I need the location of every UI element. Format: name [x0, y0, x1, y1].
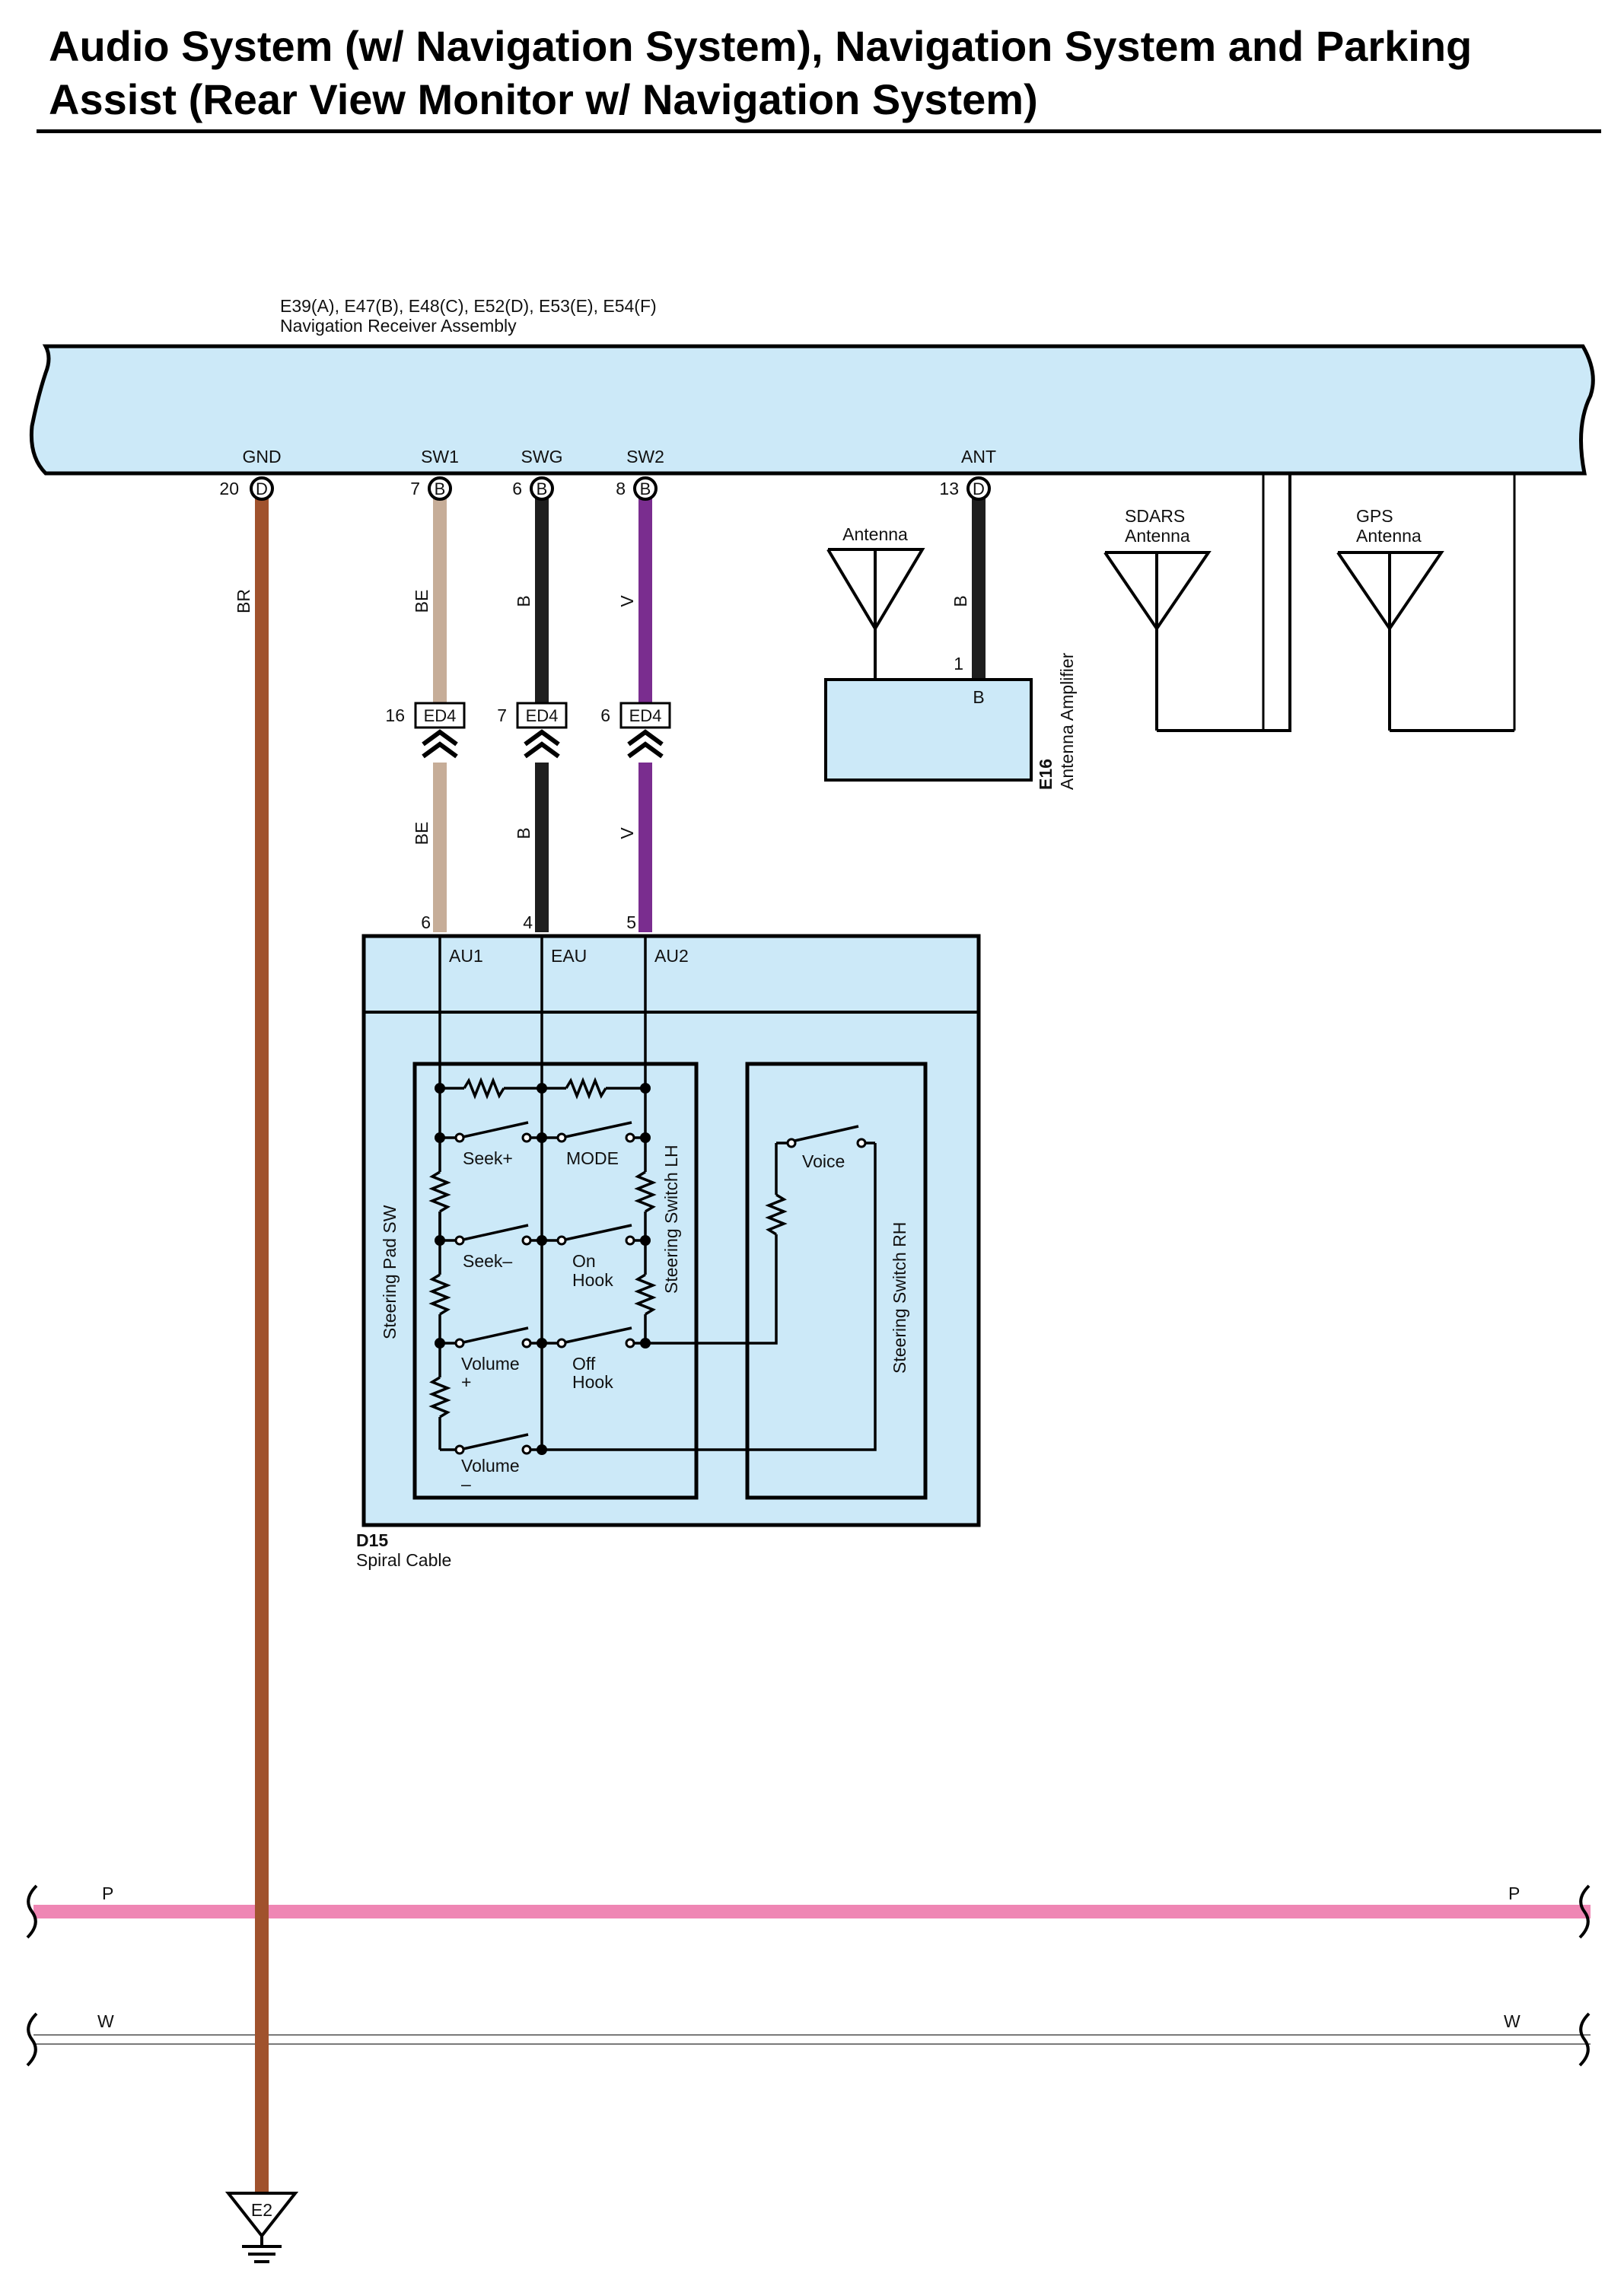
terminal-sw1-label: SW1 [421, 447, 459, 466]
junction-ed4-6: ED4 6 [600, 702, 671, 759]
antenna-amp-code: E16 [1036, 759, 1056, 790]
pin-sw2-connector: B [640, 479, 651, 498]
pin-sw1-number: 7 [410, 479, 420, 498]
receiver-connectors: E39(A), E47(B), E48(C), E52(D), E53(E), … [280, 296, 657, 316]
wire-code-v-lower: V [617, 827, 637, 839]
switch-volume-plus-label-2: + [461, 1372, 471, 1392]
terminal-gnd-label: GND [242, 447, 281, 466]
bus-p-left-label: P [102, 1883, 113, 1903]
sdars-antenna-icon [1103, 473, 1291, 732]
antenna-amplifier-box [824, 678, 1033, 782]
antenna-amp-pin: 1 [954, 654, 963, 673]
switch-volume-plus-label-1: Volume [461, 1354, 520, 1374]
steering-switch-rh-box [745, 1062, 928, 1500]
switch-mode-label: MODE [566, 1148, 619, 1168]
bus-w-right-label: W [1504, 2011, 1521, 2031]
terminal-ant-label: ANT [961, 447, 996, 466]
junction-pin: 16 [385, 705, 405, 725]
junction-ed4-7: ED4 7 [497, 702, 568, 759]
receiver-name: Navigation Receiver Assembly [280, 316, 517, 336]
wire-code-b-antenna: B [951, 595, 970, 607]
switch-contacts [454, 1132, 867, 1455]
switch-voice-label: Voice [802, 1151, 845, 1171]
bus-w-left-label: W [97, 2011, 114, 2031]
pin-swg-number: 6 [512, 479, 522, 498]
spiral-cable-code: D15 [356, 1530, 388, 1550]
gps-antenna-label-2: Antenna [1356, 526, 1422, 546]
switch-on-hook-label-1: On [572, 1251, 596, 1271]
pin-gnd-number: 20 [219, 479, 239, 498]
terminal-sw2-label: SW2 [626, 447, 664, 466]
receiver-body [29, 344, 1595, 476]
spiral-terminal-au1: AU1 [449, 946, 483, 966]
wire-code-b-upper: B [514, 595, 533, 607]
spiral-pin-au2: 5 [626, 912, 636, 932]
switch-seek-plus-label: Seek+ [463, 1148, 513, 1168]
junction-pin: 7 [497, 705, 507, 725]
junction-ed4-16: ED4 16 [385, 702, 466, 759]
circuit-nodes [435, 1083, 651, 1455]
wire-code-be-lower: BE [412, 822, 431, 845]
bus-w [26, 2012, 1591, 2067]
pin-sw2: B 8 [616, 476, 658, 501]
antenna-amp-name: Antenna Amplifier [1057, 652, 1077, 790]
spiral-cable-name: Spiral Cable [356, 1550, 451, 1570]
bus-p [26, 1884, 1591, 1939]
terminal-swg-label: SWG [521, 447, 563, 466]
steering-switch-lh-label: Steering Switch LH [661, 1145, 681, 1294]
pin-sw1: B 7 [410, 476, 452, 501]
gps-antenna-icon [1336, 551, 1514, 732]
junction-pin: 6 [600, 705, 610, 725]
steering-switch-rh-label: Steering Switch RH [890, 1222, 909, 1374]
spiral-terminal-au2: AU2 [654, 946, 689, 966]
junction-code: ED4 [526, 706, 559, 725]
pin-gnd: D 20 [219, 476, 274, 501]
pin-ant-number: 13 [939, 479, 959, 498]
junction-code: ED4 [629, 706, 662, 725]
antenna-amp-wire-code: B [973, 687, 984, 707]
antenna-icon [826, 548, 925, 680]
spiral-pin-au1: 6 [421, 912, 431, 932]
sdars-antenna-label-1: SDARS [1125, 506, 1185, 526]
pin-gnd-connector: D [256, 479, 268, 498]
spiral-pin-eau: 4 [523, 912, 533, 932]
title-rule [37, 129, 1601, 133]
junction-code: ED4 [424, 706, 457, 725]
switch-off-hook-label-1: Off [572, 1354, 596, 1374]
spiral-terminal-eau: EAU [551, 946, 587, 966]
pin-swg-connector: B [537, 479, 548, 498]
pin-sw1-connector: B [435, 479, 446, 498]
pin-ant: D 13 [939, 476, 991, 501]
ground-icon [224, 2192, 299, 2263]
switch-seek-minus-label: Seek– [463, 1251, 512, 1271]
ground-label: E2 [251, 2200, 272, 2220]
wire-code-v-upper: V [617, 595, 637, 607]
page-title: Audio System (w/ Navigation System), Nav… [49, 22, 1473, 123]
steering-pad-sw-label: Steering Pad SW [380, 1205, 400, 1339]
pin-ant-connector: D [973, 479, 985, 498]
switch-volume-minus-label-2: – [461, 1474, 471, 1494]
antenna-label: Antenna [842, 524, 908, 544]
wire-code-br: BR [234, 589, 253, 613]
switch-on-hook-label-2: Hook [572, 1270, 613, 1290]
steering-switch-lh-box [412, 1062, 699, 1500]
wire-code-b-lower: B [514, 827, 533, 839]
switch-volume-minus-label-1: Volume [461, 1456, 520, 1476]
pin-sw2-number: 8 [616, 479, 626, 498]
wire-code-be-upper: BE [412, 590, 431, 613]
pin-swg: B 6 [512, 476, 554, 501]
switch-off-hook-label-2: Hook [572, 1372, 613, 1392]
gps-antenna-label-1: GPS [1356, 506, 1393, 526]
sdars-antenna-label-2: Antenna [1125, 526, 1190, 546]
bus-p-right-label: P [1508, 1883, 1520, 1903]
